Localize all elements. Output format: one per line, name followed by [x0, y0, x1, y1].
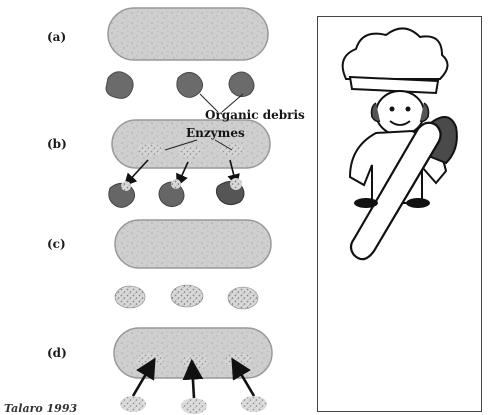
- step-label-a: (a): [47, 30, 66, 44]
- absorption-arrows-d: [133, 362, 254, 398]
- credit-label: Talaro 1993: [4, 402, 77, 415]
- enzymes-label: Enzymes: [186, 126, 245, 140]
- digested-c-1: [115, 286, 145, 308]
- digested-c-3: [228, 287, 258, 309]
- bacterium-a: [108, 8, 268, 60]
- organic-debris-a: [106, 72, 254, 99]
- bacterium-c: [115, 220, 271, 268]
- step-label-d: (d): [47, 346, 67, 360]
- digested-c-2: [171, 285, 203, 307]
- digested-debris-d: [120, 396, 267, 414]
- chef-cartoon-icon: [318, 17, 481, 411]
- chef-panel: [317, 16, 482, 412]
- debris-a-1: [106, 72, 133, 99]
- digested-debris-c: [115, 285, 258, 309]
- organic-debris-label: Organic debris: [205, 108, 305, 122]
- step-label-b: (b): [47, 137, 67, 151]
- organic-debris-b: [109, 178, 244, 207]
- step-label-c: (c): [47, 237, 66, 251]
- debris-a-2: [177, 72, 203, 97]
- debris-a-3: [229, 72, 254, 97]
